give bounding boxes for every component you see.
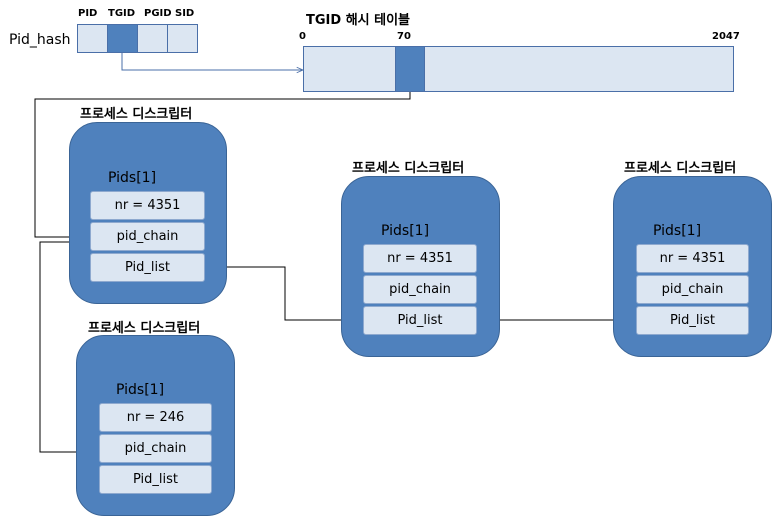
- hash-index-start: 0: [299, 31, 306, 42]
- sid-column-label: SID: [175, 8, 195, 19]
- process-3-field-nr: nr = 4351: [363, 244, 477, 273]
- process-2-title: 프로세스 디스크립터: [88, 321, 201, 336]
- process-2-pids-label: Pids[1]: [116, 382, 165, 398]
- pid-hash-cell-tgid: [107, 24, 138, 53]
- hash-table-title: TGID 해시 테이블: [306, 13, 411, 28]
- hash-index-end: 2047: [712, 31, 740, 42]
- hash-table-entry-selected: [395, 46, 425, 92]
- tgid-to-hashtable-arrow: [121, 52, 303, 70]
- process-2-field-nr: nr = 246: [99, 403, 212, 432]
- pid-column-label: PID: [78, 8, 98, 19]
- hash-table-bar: [303, 46, 734, 92]
- process-2-field-pid-list: Pid_list: [99, 465, 212, 494]
- process-1-title: 프로세스 디스크립터: [80, 107, 193, 122]
- process-1-pids-label: Pids[1]: [108, 170, 157, 186]
- process-1-field-nr: nr = 4351: [90, 191, 205, 220]
- hash-entry-to-pid-chain-arrow: [34, 92, 411, 237]
- process-4-field-pid-chain: pid_chain: [636, 275, 749, 304]
- process-4-pids-label: Pids[1]: [653, 223, 702, 239]
- process-4-field-nr: nr = 4351: [636, 244, 749, 273]
- process-4-title: 프로세스 디스크립터: [624, 161, 737, 176]
- process-3-title: 프로세스 디스크립터: [352, 161, 465, 176]
- process-3-pids-label: Pids[1]: [381, 223, 430, 239]
- pid-chain-loop-arrow: [39, 242, 98, 452]
- tgid-column-label: TGID: [108, 8, 136, 19]
- process-1-field-pid-list: Pid_list: [90, 253, 205, 282]
- hash-index-selected: 70: [397, 31, 411, 42]
- pid-hash-cell-sid: [167, 24, 198, 53]
- pid-list-link-1-3: [205, 267, 363, 320]
- pid-hash-cell-pid: [77, 24, 108, 53]
- pid-hash-cell-pgid: [137, 24, 168, 53]
- process-4-field-pid-list: Pid_list: [636, 306, 749, 335]
- process-3-field-pid-list: Pid_list: [363, 306, 477, 335]
- process-3-field-pid-chain: pid_chain: [363, 275, 477, 304]
- pgid-column-label: PGID: [144, 8, 172, 19]
- process-2-field-pid-chain: pid_chain: [99, 434, 212, 463]
- process-1-field-pid-chain: pid_chain: [90, 222, 205, 251]
- pid-hash-label: Pid_hash: [9, 32, 71, 48]
